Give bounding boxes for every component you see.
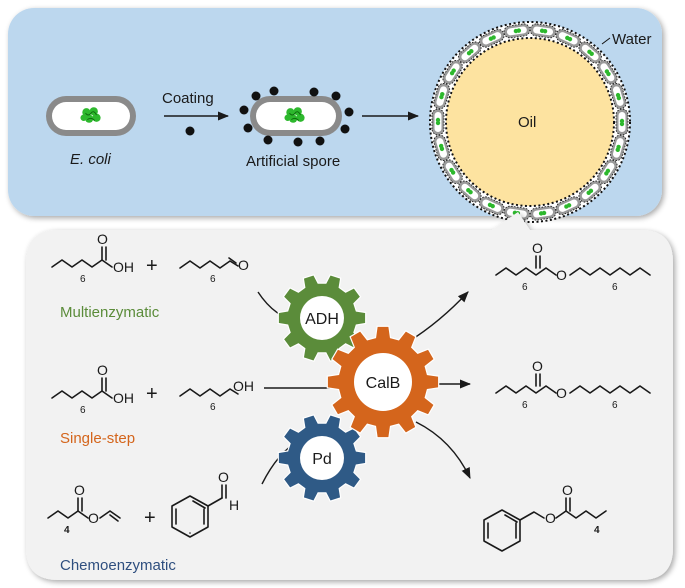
gear-icon-calb: CalB xyxy=(326,325,440,439)
artificial-spore-label: Artificial spore xyxy=(246,153,340,170)
gear-icon-pd: Pd xyxy=(277,414,367,502)
reaction-label-single-step: Single-step xyxy=(60,430,135,447)
shell-cell xyxy=(431,108,445,136)
atom-oh: OH xyxy=(113,390,134,406)
subscript-6: 6 xyxy=(522,282,528,293)
octanoic-acid-structure: O OH 6 xyxy=(51,231,134,285)
enzyme-gears: ADH Pd CalB xyxy=(277,274,440,502)
atom-o: O xyxy=(88,510,99,526)
shell-cell xyxy=(458,41,482,64)
reaction-row-chemoenzymatic: O O 4 + O H Chemoenzymatic xyxy=(47,421,607,574)
shell-cell xyxy=(555,196,581,216)
plus-sign: + xyxy=(146,255,158,277)
subscript-6: 6 xyxy=(210,274,216,285)
octanal-structure: O 6 xyxy=(179,257,249,285)
atom-o: O xyxy=(532,358,543,374)
atom-o: O xyxy=(556,267,567,283)
gear-icon-adh: ADH xyxy=(277,274,367,362)
shell-cell xyxy=(578,180,602,203)
shell-cell xyxy=(609,134,627,162)
shell-cell xyxy=(458,180,482,203)
reaction-row-multienzymatic: O OH 6 + O 6 Multienzymatic O O 6 6 xyxy=(51,231,651,343)
subscript-6: 6 xyxy=(612,282,618,293)
plus-sign: + xyxy=(146,383,158,405)
atom-o: O xyxy=(97,231,108,247)
shell-cell xyxy=(529,23,557,39)
shell-cell xyxy=(597,159,618,184)
octyl-octanoate-structure: O O 6 6 xyxy=(495,358,651,411)
vinyl-hexanoate-structure: O O 4 xyxy=(47,482,121,536)
water-pointer xyxy=(601,37,611,45)
subscript-4: 4 xyxy=(594,525,600,536)
reaction-row-single-step: O OH 6 + OH 6 Single-step O O 6 6 xyxy=(51,358,651,447)
atom-o: O xyxy=(562,482,573,498)
subscript-4: 4 xyxy=(64,525,70,536)
atom-o: O xyxy=(238,257,249,273)
reaction-arrow xyxy=(415,421,471,480)
enzyme-label: CalB xyxy=(366,375,401,392)
reaction-label-chemoenzymatic: Chemoenzymatic xyxy=(60,557,176,574)
shell-cell xyxy=(433,134,451,162)
coating-particles xyxy=(239,86,354,147)
shell-cell xyxy=(479,28,505,48)
shell-cell xyxy=(503,23,531,39)
atom-oh: OH xyxy=(113,259,134,275)
octanol-structure: OH 6 xyxy=(179,378,254,413)
shell-cell xyxy=(479,196,505,216)
ecoli-label: E. coli xyxy=(70,151,112,168)
artificial-spore-cell xyxy=(239,86,354,147)
benzyl-hexanoate-structure: O O 4 xyxy=(483,482,607,552)
atom-o: O xyxy=(218,469,229,485)
atom-o: O xyxy=(532,240,543,256)
octanoic-acid-structure: O OH 6 xyxy=(51,362,134,416)
shell-cell xyxy=(433,82,451,110)
top-panel: E. coli Coating Artificial spore xyxy=(8,8,662,223)
water-label: Water xyxy=(612,31,651,48)
coating-label: Coating xyxy=(162,90,214,107)
shell-cell xyxy=(442,60,463,85)
subscript-6: 6 xyxy=(80,405,86,416)
octyl-octanoate-structure: O O 6 6 xyxy=(495,240,651,293)
reaction-label-multienzymatic: Multienzymatic xyxy=(60,304,160,321)
subscript-6: 6 xyxy=(210,402,216,413)
plus-sign: + xyxy=(144,507,156,529)
enzyme-label: Pd xyxy=(312,451,332,468)
atom-oh: OH xyxy=(233,378,254,394)
shell-cell xyxy=(578,41,602,64)
ecoli-cell xyxy=(46,96,136,136)
emulsion-droplet xyxy=(429,21,631,223)
shell-cell xyxy=(529,205,557,221)
atom-o: O xyxy=(74,482,85,498)
subscript-6: 6 xyxy=(80,274,86,285)
benzaldehyde-structure: O H xyxy=(171,469,239,538)
shell-cell xyxy=(597,60,618,85)
atom-o: O xyxy=(545,510,556,526)
shell-cell xyxy=(615,108,629,136)
atom-h: H xyxy=(229,497,239,513)
subscript-6: 6 xyxy=(612,400,618,411)
enzyme-label: ADH xyxy=(305,311,339,328)
coating-particle-icon xyxy=(185,126,195,136)
shell-cell xyxy=(609,82,627,110)
oil-label: Oil xyxy=(518,114,536,131)
atom-o: O xyxy=(97,362,108,378)
oil-core xyxy=(445,37,615,207)
shell-cell xyxy=(442,159,463,184)
atom-o: O xyxy=(556,385,567,401)
shell-cell xyxy=(555,28,581,48)
subscript-6: 6 xyxy=(522,400,528,411)
